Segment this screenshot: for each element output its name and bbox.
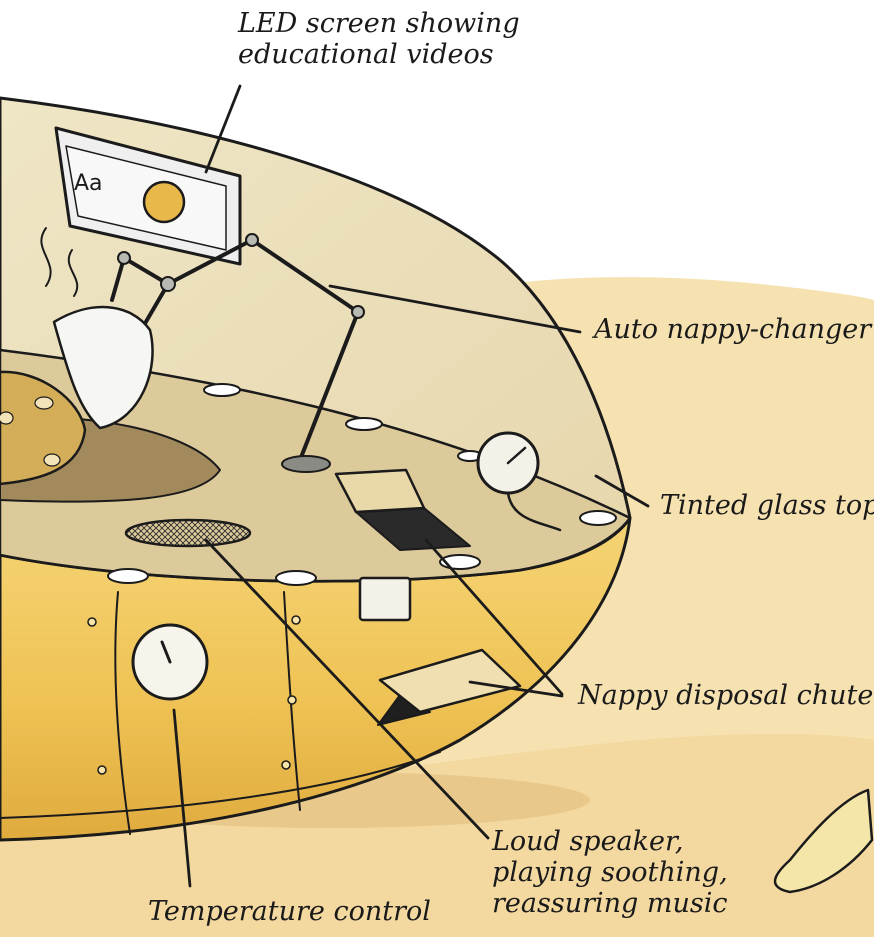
arm-base: [282, 456, 330, 472]
label-tinted-glass-top: Tinted glass top: [660, 490, 874, 521]
hinge-clip: [360, 578, 410, 620]
label-temperature-control: Temperature control: [148, 896, 431, 927]
label-nappy-disposal-chute: Nappy disposal chute: [578, 680, 873, 711]
led-screen-text: Aa: [74, 171, 103, 196]
label-loud-speaker-line-1: Loud speaker,: [492, 826, 728, 857]
label-loud-speaker: Loud speaker, playing soothing, reassuri…: [492, 826, 728, 919]
label-loud-speaker-line-2: playing soothing,: [492, 857, 728, 888]
apple-icon: [144, 182, 184, 222]
label-led-screen-line-2: educational videos: [238, 39, 520, 70]
label-led-screen: LED screen showing educational videos: [238, 8, 520, 70]
speaker-grille: [126, 520, 250, 546]
label-auto-nappy-changer: Auto nappy-changer: [594, 314, 871, 345]
label-led-screen-line-1: LED screen showing: [238, 8, 520, 39]
label-loud-speaker-line-3: reassuring music: [492, 888, 728, 919]
